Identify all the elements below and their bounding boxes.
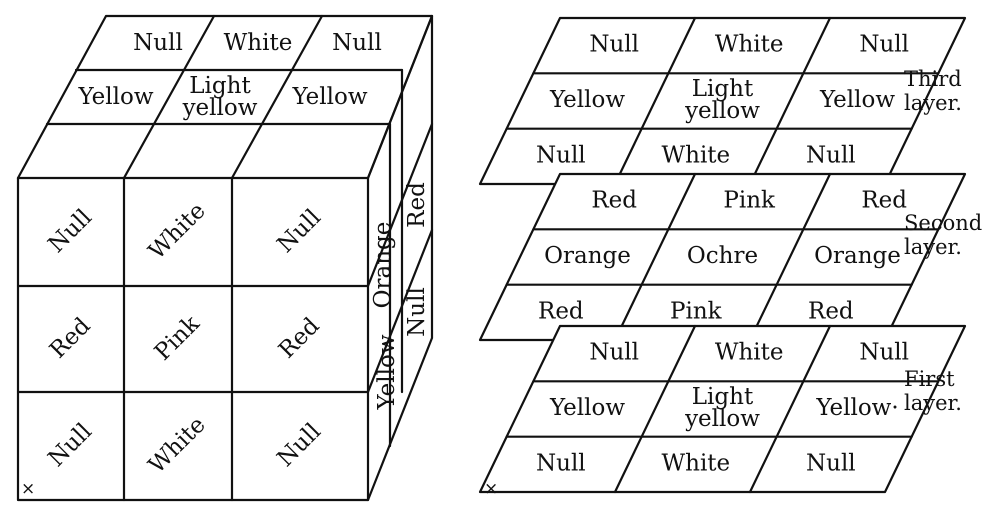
layer-cell-label: Yellow [549, 395, 625, 421]
cube-side-label: Orange [370, 222, 396, 309]
layer-cell-label: Orange [544, 243, 631, 269]
layer-cell-label: Red [861, 188, 907, 214]
layer-cell-label: Orange [814, 243, 901, 269]
layer-cell-label: Null [589, 32, 639, 58]
cube-front-outline [16, 176, 370, 502]
layer-cell-label: Yellow· [815, 395, 898, 421]
layer-gridline [613, 16, 697, 186]
layer-cell-label: White [661, 142, 730, 168]
cube-side-gridline [366, 228, 434, 394]
layer-plate [480, 174, 965, 340]
cube-top-label: Yellow [291, 84, 367, 110]
cube-side-label: Null [404, 287, 430, 337]
layer-cell-label: Null [806, 142, 856, 168]
layer-cell-label: Pink [670, 298, 723, 324]
layer-gridline [748, 16, 832, 186]
cube-top-gridline [230, 14, 324, 180]
layer-cell-label: Null [859, 32, 909, 58]
layer-cell-label: White [715, 32, 784, 58]
layer-cell-label: Null [806, 450, 856, 476]
cube-side-label: Red [404, 182, 430, 228]
layer-cell-label: Null [536, 450, 586, 476]
layer-cell-label: White [715, 340, 784, 366]
layer-gridline [748, 324, 832, 494]
origin-mark: × [21, 479, 35, 499]
layer-cell-label: Null [859, 340, 909, 366]
layer-cell-label: Red [538, 298, 584, 324]
layer-cell-label: Red [808, 298, 854, 324]
layer-cell-label: Pink [723, 188, 776, 214]
cube-top-label: Yellow [77, 84, 153, 110]
cube-front-face [18, 178, 368, 500]
layer-plate [480, 326, 965, 492]
layer-plate [480, 18, 965, 184]
cube-top-gridline [122, 14, 216, 180]
layer-cell-label: Ochre [687, 243, 758, 269]
layer-cell-label: White [661, 450, 730, 476]
layer-cell-label: Null [536, 142, 586, 168]
cube-top-label: Null [332, 30, 382, 56]
layer-cell-label: Red [591, 188, 637, 214]
layer-gridline [748, 172, 832, 342]
cube-top-face [18, 16, 432, 178]
cube-top-label: Null [133, 30, 183, 56]
layer-cell-label: Null [589, 340, 639, 366]
layer-cell-label: Yellow [549, 87, 625, 113]
cube-side-edge [366, 14, 434, 180]
cube-side-label: Yellow [374, 334, 400, 410]
cube-side-gridline [366, 122, 434, 288]
cube-top-label: White [224, 30, 293, 56]
layer-gridline [613, 324, 697, 494]
origin-mark: × [484, 479, 498, 499]
layer-gridline [613, 172, 697, 342]
layer-cell-label: Yellow [819, 87, 895, 113]
